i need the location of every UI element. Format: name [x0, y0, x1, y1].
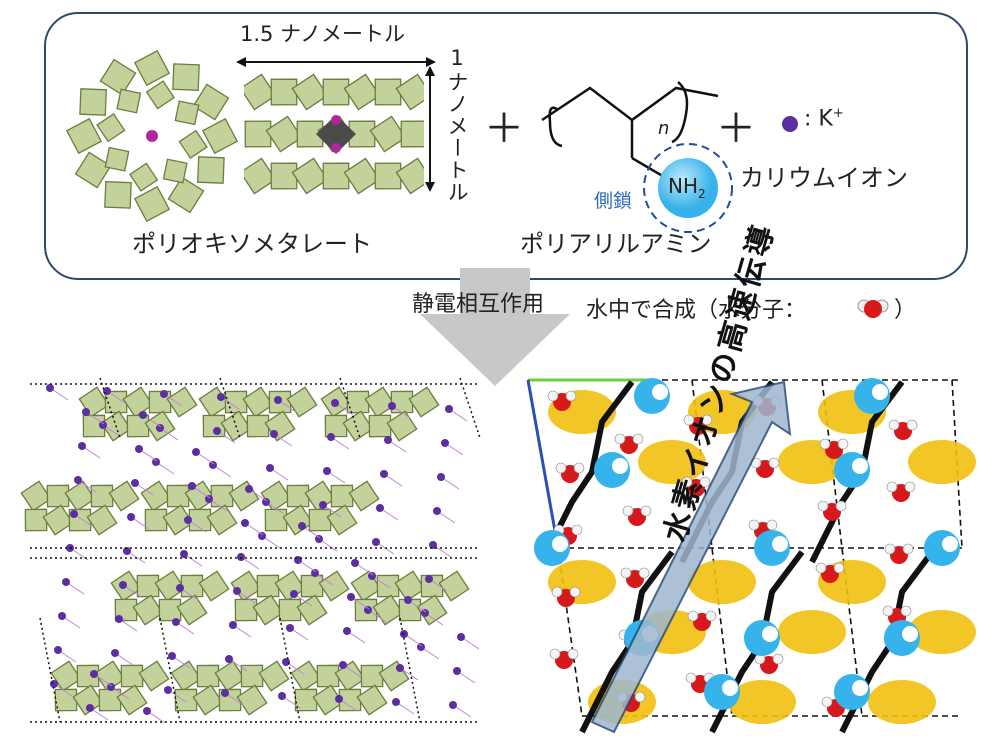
scale-arrow-vertical: [420, 66, 440, 192]
pom-side-view-icon: [244, 70, 424, 198]
proton-conduction-diagram: [522, 372, 982, 744]
interaction-label: 静電相互作用: [412, 286, 544, 318]
pom-label: ポリオキソメタレート: [132, 224, 372, 259]
k-legend: : K+: [804, 106, 844, 131]
polymer-n: n: [658, 118, 669, 139]
pom-top-view-icon: [62, 44, 242, 224]
water-molecule-icon: [856, 294, 890, 320]
side-chain-label: 側鎖: [594, 186, 632, 213]
potassium-dot-icon: [780, 114, 800, 134]
plus-sign-2: ＋: [716, 96, 756, 154]
potassium-label: カリウムイオン: [740, 158, 908, 193]
plus-sign-1: ＋: [484, 96, 524, 154]
nh2-label: NH2: [668, 174, 706, 201]
synthesis-close: ）: [894, 292, 916, 324]
scale-horizontal-label: 1.5 ナノメートル: [240, 18, 405, 48]
synthesis-label: 水中で合成（水分子：: [586, 292, 806, 324]
scale-vertical-label: 1ナノメートル: [442, 46, 472, 216]
crystal-packing-diagram: [20, 378, 490, 728]
scale-arrow-horizontal: [236, 52, 436, 72]
polymer-label: ポリアリルアミン: [520, 224, 712, 259]
